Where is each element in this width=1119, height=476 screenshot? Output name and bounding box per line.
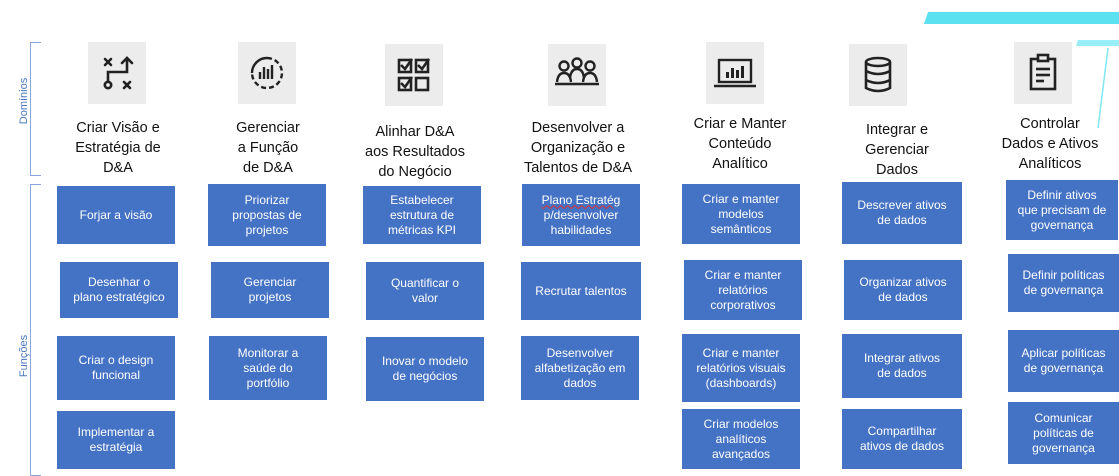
domains-bracket xyxy=(30,42,41,176)
domains-label: Domínios xyxy=(18,77,30,125)
functions-bracket xyxy=(30,184,41,476)
chart-circle-icon xyxy=(238,42,296,104)
function-box: Forjar a visão xyxy=(57,186,175,244)
functions-label: Funções xyxy=(18,334,30,378)
decorative-shape xyxy=(924,12,1119,129)
database-icon xyxy=(849,44,907,106)
people-icon xyxy=(548,44,606,106)
checklist-icon xyxy=(385,44,443,106)
clipboard-icon xyxy=(1014,42,1072,104)
function-box: Recrutar talentos xyxy=(521,262,641,320)
dashboard-icon xyxy=(706,42,764,104)
strategy-icon xyxy=(88,42,146,104)
